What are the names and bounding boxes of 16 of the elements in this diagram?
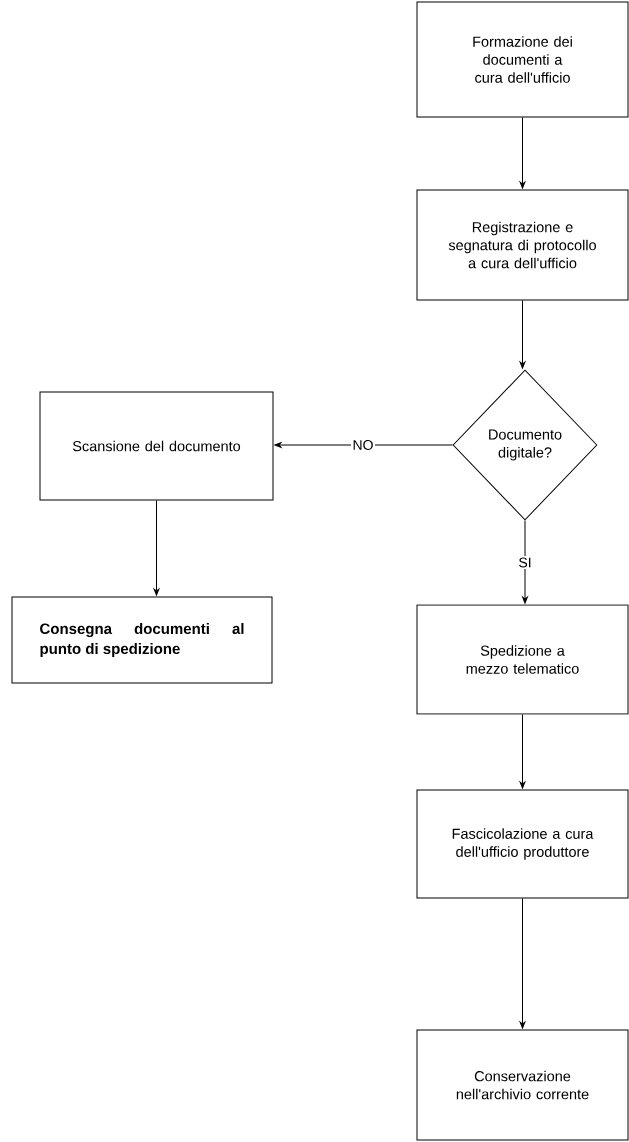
process-box: Fascicolazione a cura dell'ufficio produttore (416, 789, 629, 899)
process-box: Registrazione e segnatura di protocollo a cura dell'ufficio (416, 189, 629, 301)
process-box: Formazione dei documenti a cura dell'ufficio (416, 1, 629, 118)
process-box: Conservazione nell'archivio corrente (416, 1029, 629, 1141)
process-box: Spedizione a mezzo telematico (416, 604, 629, 715)
process-box: Scansione del documento (39, 391, 274, 501)
arrow (274, 442, 453, 448)
arrow (519, 300, 526, 369)
arrow (522, 520, 528, 604)
terminal-box: Consegna documenti al punto di spedizione (11, 596, 273, 684)
edge-label: NO (351, 438, 375, 452)
arrow (153, 500, 160, 596)
arrow (519, 714, 526, 789)
edge-label: SI (516, 556, 534, 569)
arrow (519, 898, 526, 1029)
arrow (519, 117, 526, 189)
